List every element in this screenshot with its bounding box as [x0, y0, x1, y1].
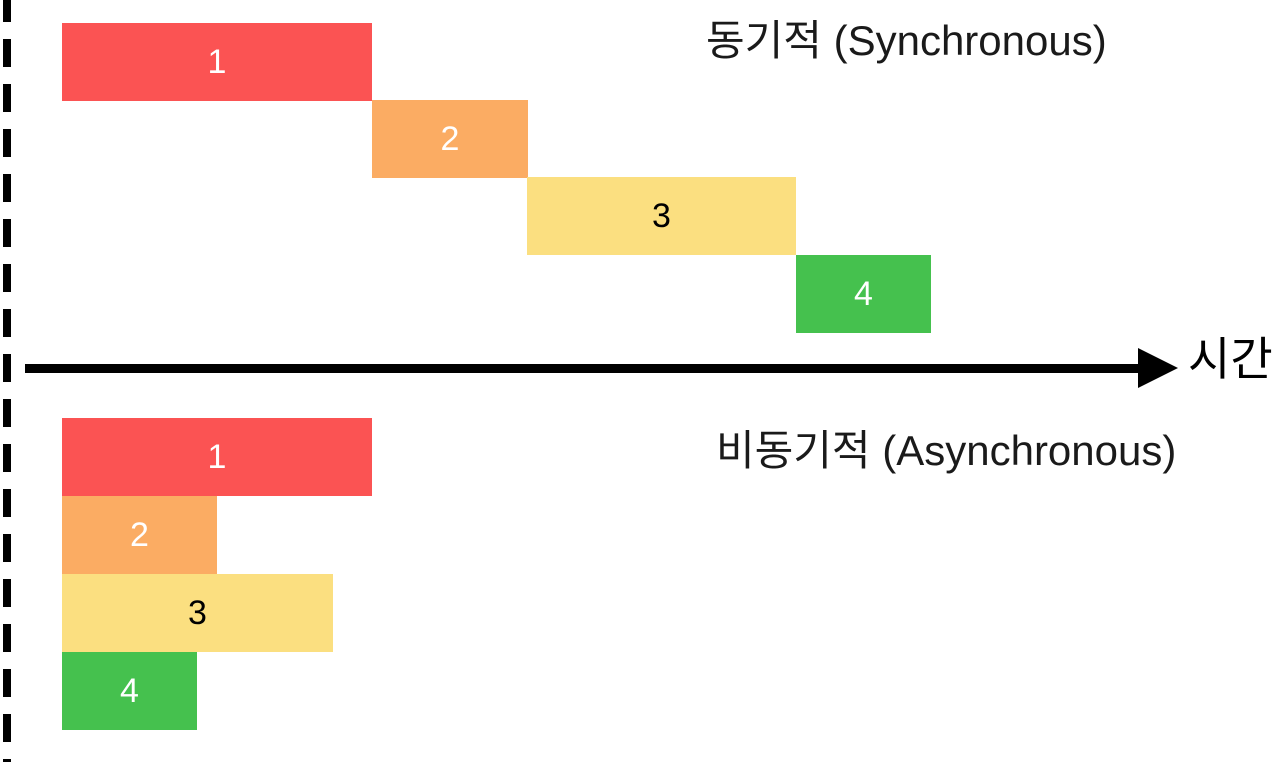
async-task-label-3: 3 [188, 594, 207, 632]
sync-task-bar-2: 2 [372, 100, 528, 178]
origin-dashed-line [3, 0, 11, 762]
sync-task-label-4: 4 [854, 275, 873, 313]
sync-task-label-3: 3 [652, 197, 671, 235]
sync-task-label-2: 2 [440, 120, 460, 158]
asynchronous-caption: 비동기적 (Asynchronous) [716, 427, 1177, 474]
async-task-bar-4: 4 [62, 652, 197, 730]
async-task-bar-1: 1 [62, 418, 372, 496]
async-task-bar-3: 3 [62, 574, 333, 652]
async-task-label-2: 2 [130, 516, 149, 554]
sync-task-bar-4: 4 [796, 255, 931, 333]
synchronous-caption: 동기적 (Synchronous) [706, 17, 1107, 64]
async-task-label-1: 1 [207, 438, 227, 476]
sync-task-label-1: 1 [207, 43, 227, 81]
sync-task-bar-1: 1 [62, 23, 372, 101]
async-task-bar-2: 2 [62, 496, 217, 574]
sync-task-bar-3: 3 [527, 177, 796, 255]
async-task-label-4: 4 [120, 672, 139, 710]
time-axis-label: 시간 [1188, 333, 1273, 385]
time-axis-line [25, 364, 1155, 373]
arrow-right-icon [1138, 348, 1178, 388]
